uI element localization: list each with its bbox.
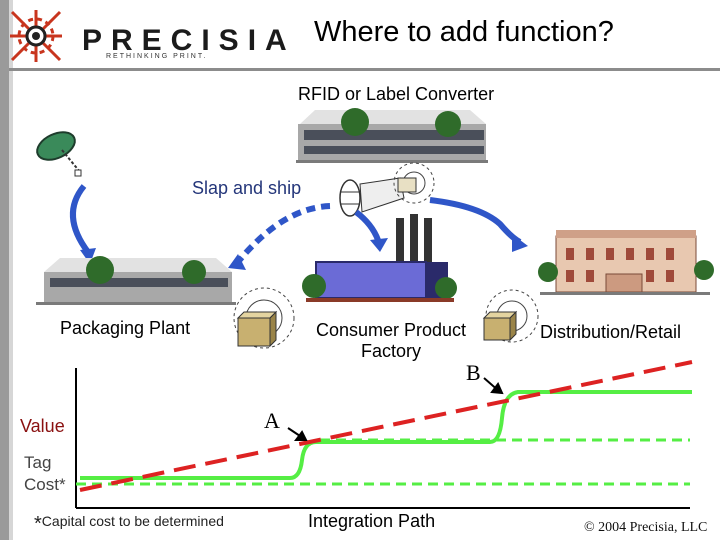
arrow-chip-to-packaging: [69, 184, 91, 254]
arrow-heads: [80, 234, 528, 270]
pointer-arrows: [287, 377, 504, 441]
rfid-chip-icon: [36, 131, 82, 177]
label-rfid-converter: RFID or Label Converter: [298, 84, 495, 104]
packaging-plant-icon: [36, 256, 236, 305]
tagged-box-b-icon: [482, 289, 539, 343]
label-consumer-product-factory: Consumer Product Factory: [306, 320, 476, 362]
header-divider: [9, 68, 720, 71]
label-packaging-plant: Packaging Plant: [60, 318, 191, 338]
tagged-box-a-icon: [233, 287, 295, 349]
left-frame-bar-light: [9, 0, 13, 540]
footnote-star: *: [34, 513, 42, 535]
arrow-reel-to-factory: [354, 209, 381, 242]
page-title: Where to add function?: [314, 16, 614, 48]
retail-building-icon: [538, 230, 714, 295]
footnote-text: Capital cost to be determined: [41, 513, 224, 529]
left-frame-bar: [0, 0, 9, 540]
tag-cost-line2: Cost*: [24, 475, 66, 494]
label-consumer-product-line1: Consumer Product: [315, 320, 467, 340]
arrow-reel-to-retail: [429, 197, 522, 245]
footnote: *Capital cost to be determined: [34, 513, 224, 536]
chart-axes: [75, 368, 690, 509]
tag-cost-line1: Tag: [24, 453, 52, 472]
label-distribution-retail: Distribution/Retail: [540, 322, 682, 342]
brand-name: PRECISIA: [82, 24, 296, 57]
y-label-tag-cost: Tag Cost*: [24, 452, 66, 496]
copyright: © 2004 Precisia, LLC: [584, 520, 708, 535]
arrow-slap-and-ship: [235, 203, 331, 264]
label-point-a: A: [264, 408, 280, 433]
label-point-b: B: [466, 360, 481, 385]
precisia-logo-icon: [10, 10, 62, 62]
tag-cost-line: [79, 360, 693, 492]
converter-building-icon: [296, 108, 488, 163]
tag-reel-icon: [339, 162, 435, 217]
y-label-value: Value: [20, 416, 65, 436]
x-axis-label: Integration Path: [308, 511, 436, 531]
label-consumer-product-line2: Factory: [360, 341, 421, 361]
factory-icon: [302, 214, 457, 302]
value-curve: [80, 390, 692, 480]
brand-tagline: RETHINKING PRINT.: [106, 53, 208, 60]
label-slap-and-ship: Slap and ship: [192, 178, 302, 198]
